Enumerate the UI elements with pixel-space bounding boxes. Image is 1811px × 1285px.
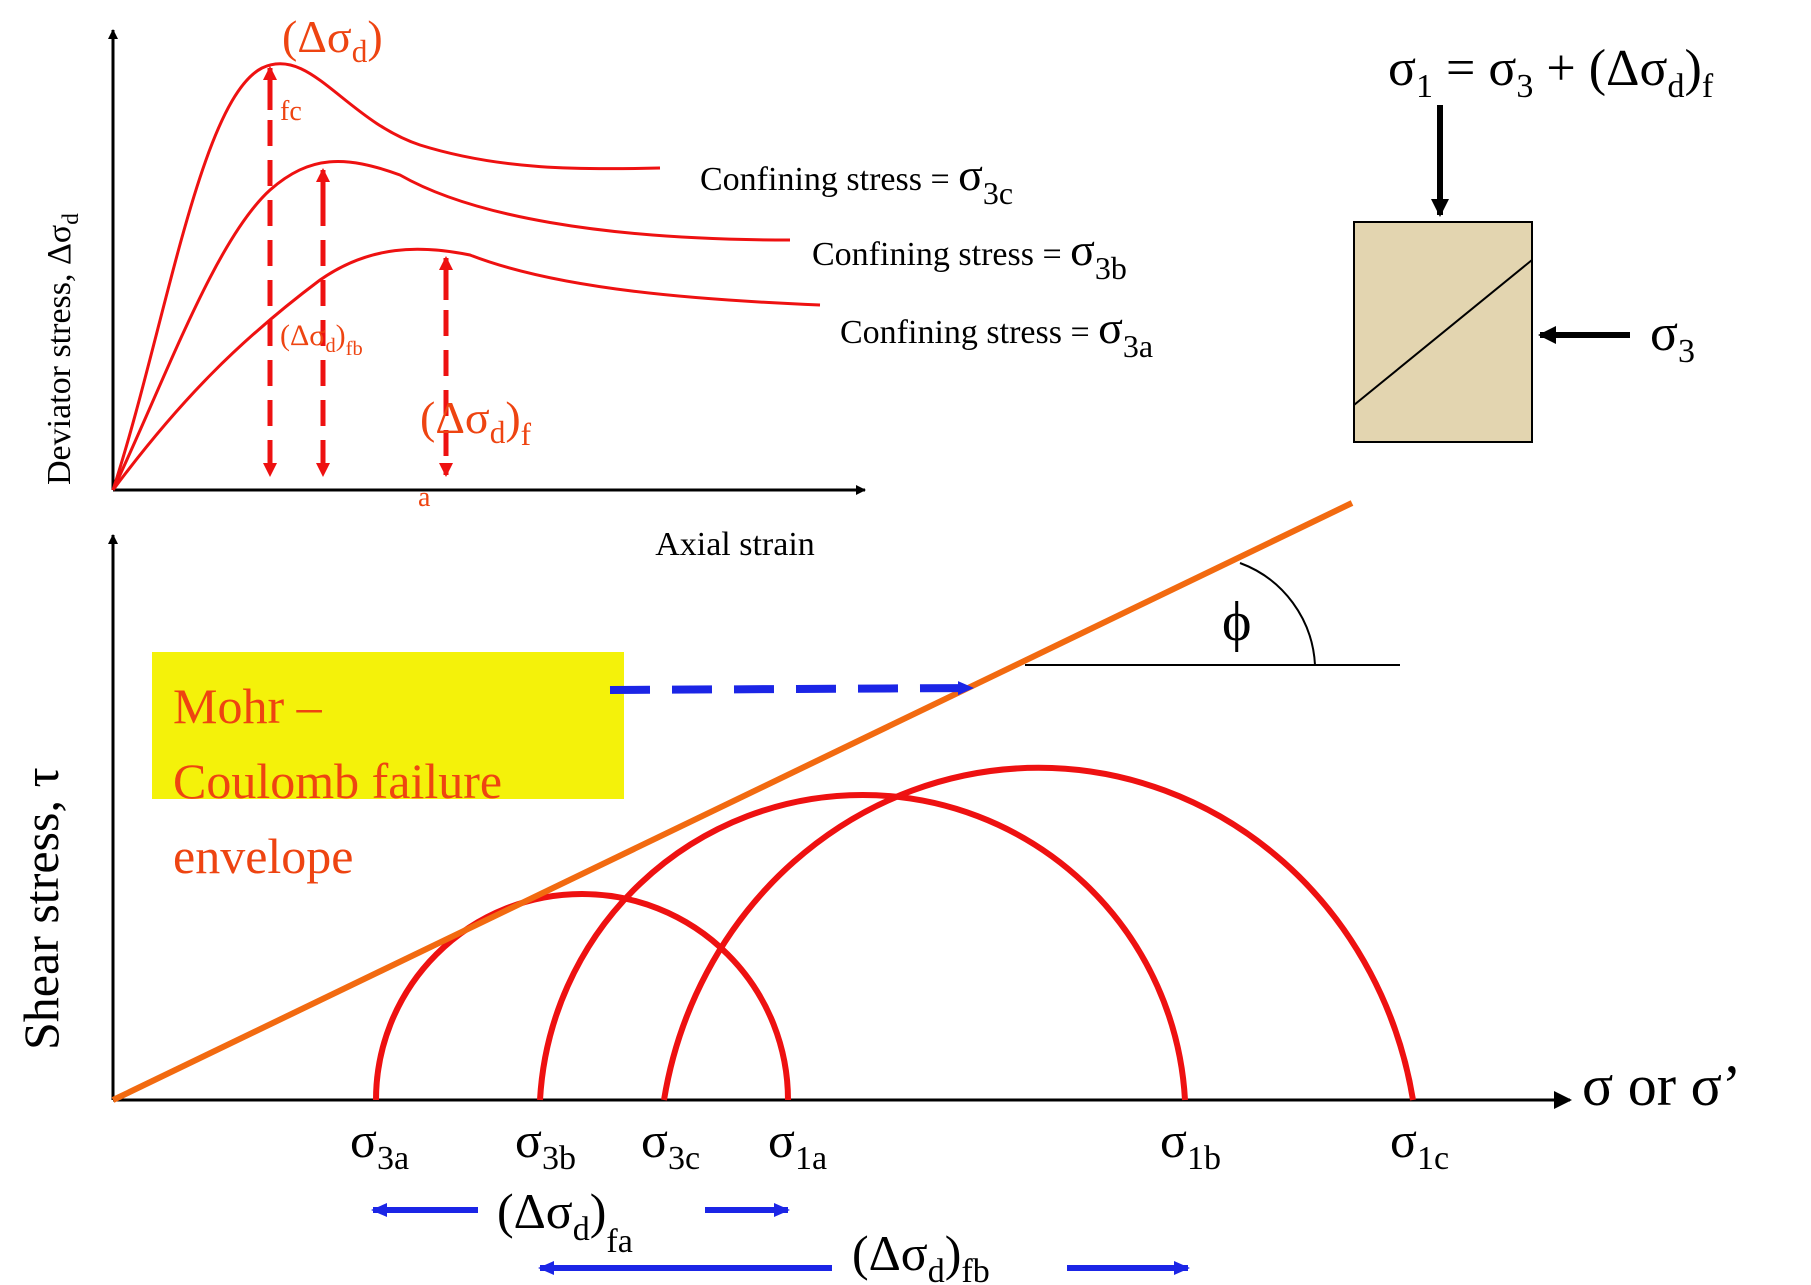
- tick-sigma-1a: σ1a: [768, 1112, 827, 1177]
- curve-sigma-3a: [111, 247, 821, 491]
- envelope-label-line-3: envelope: [173, 828, 353, 884]
- specimen-diagram: σ1 = σ3 + (Δσd)f σ3: [1353, 40, 1714, 443]
- mohr-circle-c: [661, 764, 1416, 1101]
- envelope-label-line-2: Coulomb failure: [173, 753, 502, 809]
- curve-label-3b: Confining stress = σ3b: [812, 224, 1127, 286]
- strain-y-axis-label: Deviator stress, Δσd: [41, 213, 84, 485]
- mohr-y-axis-label: Shear stress, τ: [13, 767, 69, 1050]
- curve-sigma-3c: [111, 62, 661, 491]
- peak-b-label: (Δσd)fb: [280, 319, 363, 360]
- peak-c-sub: fc: [280, 96, 302, 127]
- mohr-circle-a: [373, 891, 791, 1101]
- tick-sigma-1c: σ1c: [1390, 1112, 1449, 1177]
- delta-fa-label: (Δσd)fa: [497, 1183, 633, 1260]
- sigma1-equation: σ1 = σ3 + (Δσd)f: [1388, 40, 1714, 105]
- tick-sigma-1b: σ1b: [1160, 1112, 1221, 1177]
- mohr-circle-b: [537, 791, 1188, 1101]
- sigma3-label: σ3: [1650, 305, 1695, 370]
- strain-x-axis-label: Axial strain: [655, 526, 815, 563]
- failure-plane: [1353, 259, 1533, 406]
- envelope-label-box: [152, 652, 624, 799]
- peak-c-label: (Δσd): [282, 11, 383, 69]
- tick-sigma-3a: σ3a: [350, 1112, 409, 1177]
- curve-sigma-3b: [111, 160, 791, 491]
- curve-label-3a: Confining stress = σ3a: [840, 302, 1153, 364]
- peak-a-label: (Δσd)f: [420, 392, 532, 452]
- stress-strain-plot: Deviator stress, Δσd Axial strain (Δσd) …: [41, 11, 1153, 563]
- mohr-x-axis-label: σ or σ’: [1582, 1053, 1741, 1118]
- failure-envelope: [111, 500, 1354, 1103]
- tick-sigma-3b: σ3b: [515, 1112, 576, 1177]
- phi-arc: [1239, 562, 1316, 666]
- envelope-label-line-1: Mohr –: [173, 678, 323, 734]
- peak-a-sub: a: [418, 482, 431, 513]
- curve-label-3c: Confining stress = σ3c: [700, 149, 1013, 211]
- envelope-pointer-arrow: [609, 681, 974, 696]
- mohr-plot: Shear stress, τ σ or σ’ ϕ Mohr – Coulomb…: [13, 500, 1741, 1285]
- soil-specimen: [1353, 221, 1533, 443]
- phi-label: ϕ: [1222, 591, 1251, 653]
- tick-sigma-3c: σ3c: [641, 1112, 700, 1177]
- delta-fb-label: (Δσd)fb: [852, 1225, 990, 1285]
